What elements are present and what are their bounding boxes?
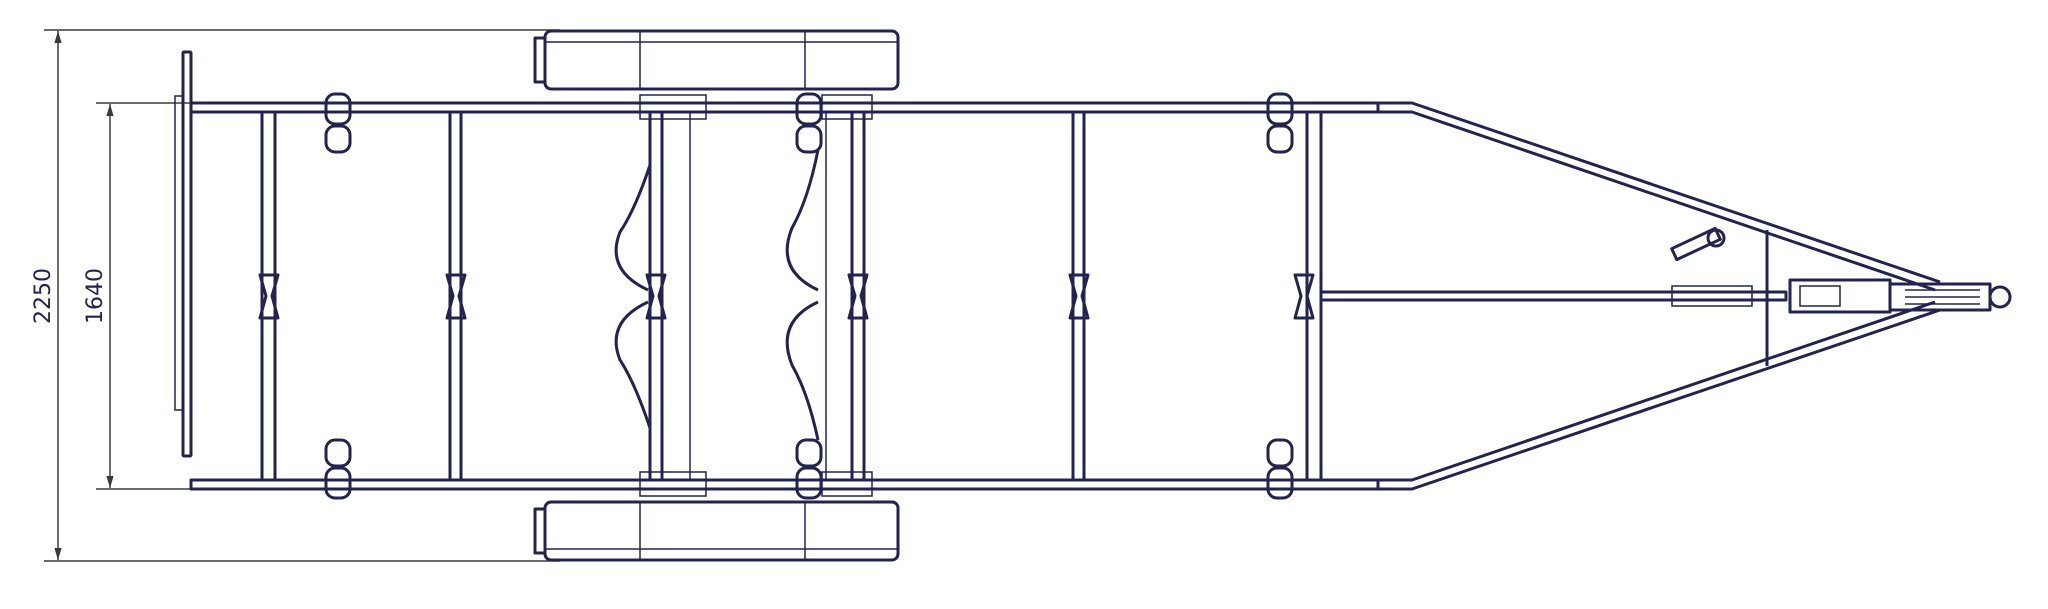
dimension-label-2250: 2250 — [31, 268, 56, 324]
side-rails — [189, 101, 1380, 491]
axle-assembly — [614, 94, 873, 497]
dimension-frame-width: 1640 — [83, 102, 200, 490]
side-rollers — [324, 92, 1294, 500]
center-drawbar — [1319, 285, 1788, 307]
hitch-coupling — [1788, 278, 2012, 314]
dimension-overall-width: 2250 — [31, 29, 560, 562]
crossmembers — [260, 110, 1323, 482]
wheel-bottom — [533, 500, 900, 562]
dimension-label-1640: 1640 — [83, 268, 108, 324]
rear-light-bar — [174, 50, 193, 458]
jockey-wheel — [1670, 226, 1726, 262]
drawbar-v-frame — [1378, 101, 1941, 491]
keel-rollers — [258, 273, 1315, 320]
wheel-top — [533, 29, 900, 91]
